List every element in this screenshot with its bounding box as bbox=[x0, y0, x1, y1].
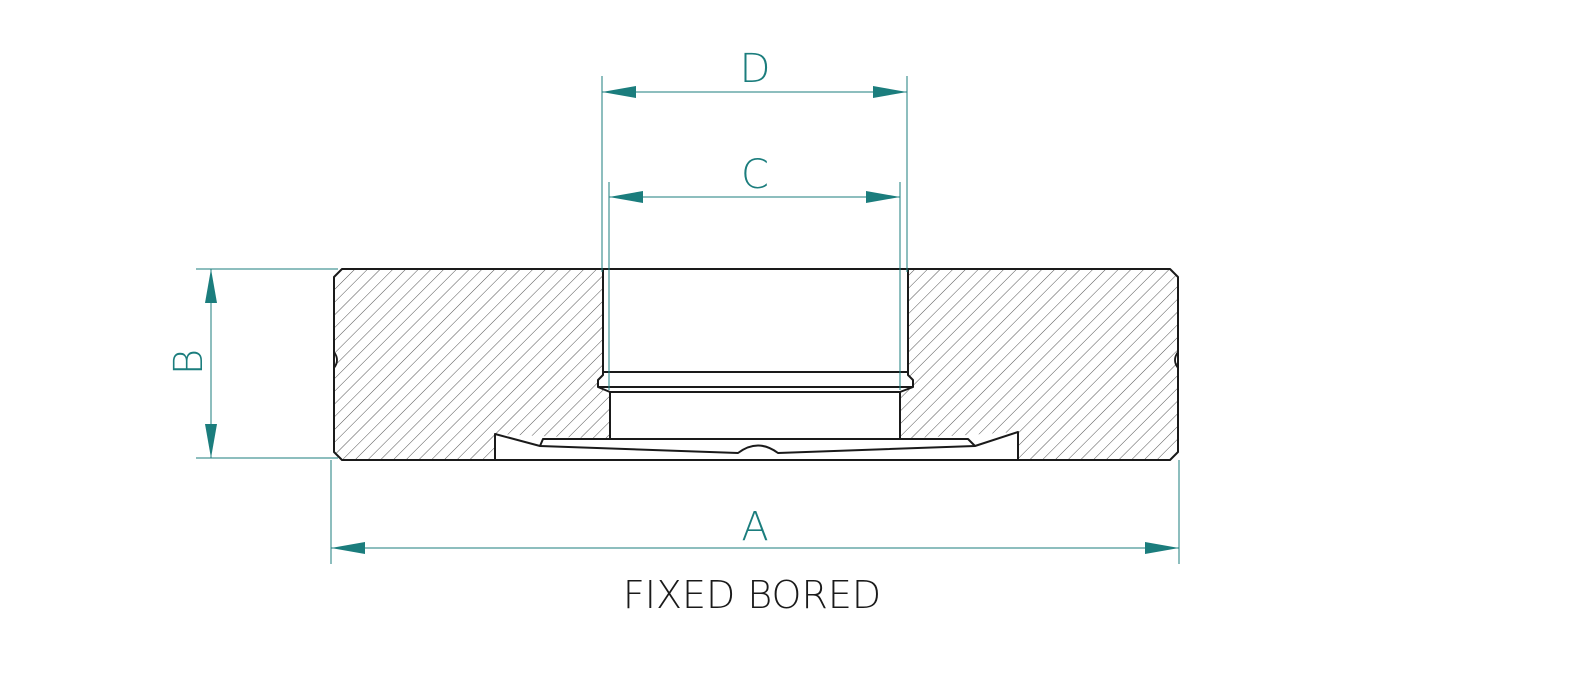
dim-a-label: A bbox=[741, 504, 768, 550]
dim-c-arrow-left bbox=[609, 191, 643, 203]
dim-b-label: B bbox=[166, 349, 212, 375]
drawing-caption: FIXED BORED bbox=[623, 573, 881, 617]
right-groove-notch bbox=[1174, 351, 1179, 369]
dim-a-arrow-right bbox=[1145, 542, 1179, 554]
dim-d-arrow-right bbox=[873, 86, 907, 98]
dimension-lines bbox=[196, 76, 1180, 564]
part-section bbox=[333, 268, 1179, 461]
left-groove-notch bbox=[333, 351, 338, 369]
dim-a-arrow-left bbox=[331, 542, 365, 554]
bore-right-wall bbox=[899, 269, 914, 439]
bore-left-wall bbox=[597, 269, 611, 439]
bottom-recess bbox=[494, 431, 1019, 460]
dim-c-arrow-right bbox=[866, 191, 900, 203]
dim-d-label: D bbox=[740, 46, 771, 92]
dim-c-label: C bbox=[741, 152, 769, 198]
dim-d-arrow-left bbox=[602, 86, 636, 98]
outer-outline bbox=[333, 268, 1179, 461]
dimension-labels: D C B A bbox=[166, 46, 770, 550]
dim-b-arrow-bottom bbox=[205, 424, 217, 458]
left-section-hatch bbox=[334, 269, 610, 460]
dim-b-arrow-top bbox=[205, 269, 217, 303]
right-section-hatch bbox=[900, 269, 1178, 460]
